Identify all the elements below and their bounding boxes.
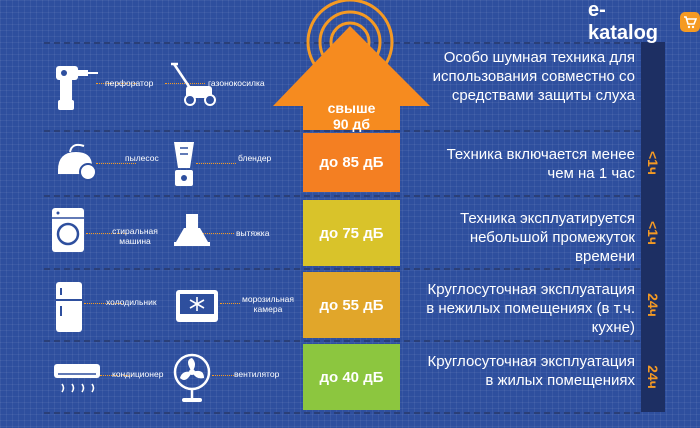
washing-machine-icon xyxy=(52,208,84,252)
level-block-40: до 40 дБ xyxy=(303,344,400,410)
fan-icon xyxy=(173,353,211,402)
drill-icon xyxy=(56,66,98,110)
device-label: холодильник xyxy=(106,297,157,307)
fridge-icon xyxy=(56,282,82,332)
cart-icon xyxy=(680,12,700,32)
level-text: до 40 дБ xyxy=(319,368,384,386)
level-label-top: свыше 90 дб xyxy=(305,84,398,132)
arrow-shape xyxy=(273,26,430,130)
level-text: свыше 90 дб xyxy=(327,100,376,132)
separator xyxy=(44,340,640,342)
device-label: морозильная камера xyxy=(240,294,296,314)
leader-line xyxy=(86,233,126,234)
device-label-text: морозильная камера xyxy=(242,294,294,314)
separator xyxy=(44,412,640,414)
leader-line xyxy=(220,303,240,304)
range-hood-icon xyxy=(174,214,210,246)
description-85: Техника включается менее чем на 1 час xyxy=(446,146,635,182)
level-text: до 55 дБ xyxy=(319,296,384,314)
lawnmower-icon xyxy=(171,62,216,106)
separator xyxy=(44,195,640,197)
leader-line xyxy=(84,303,124,304)
level-block-75: до 75 дБ xyxy=(303,200,400,266)
leader-line xyxy=(212,375,234,376)
level-block-55: до 55 дБ xyxy=(303,272,400,338)
freezer-icon xyxy=(176,290,218,322)
separator xyxy=(44,130,640,132)
device-label: газонокосилка xyxy=(208,78,265,88)
description-75: Техника эксплуатируется небольшой промеж… xyxy=(460,210,635,265)
time-column xyxy=(641,42,665,412)
separator xyxy=(44,268,640,270)
device-label: кондиционер xyxy=(112,369,164,379)
device-label: пылесос xyxy=(125,153,159,163)
device-label: блендер xyxy=(238,153,272,163)
leader-line xyxy=(96,83,136,84)
device-label: перфоратор xyxy=(105,78,154,88)
leader-line xyxy=(196,163,236,164)
device-label: вытяжка xyxy=(236,228,270,238)
time-tag-55: 24ч xyxy=(641,272,665,338)
brand-name: e-katalog xyxy=(588,0,659,44)
time-tag-text: <1ч xyxy=(645,220,661,246)
time-tag-40: 24ч xyxy=(641,344,665,410)
leader-line xyxy=(96,163,136,164)
noise-arrow xyxy=(273,0,430,130)
air-conditioner-icon xyxy=(54,364,100,393)
device-label: стиральная машина xyxy=(112,226,158,246)
description-top: Особо шумная техника для использования с… xyxy=(432,49,635,104)
leader-line xyxy=(165,83,205,84)
time-tag-75: <1ч xyxy=(641,200,665,266)
level-text: до 85 дБ xyxy=(319,154,384,171)
level-block-85: до 85 дБ xyxy=(303,133,400,192)
leader-line xyxy=(100,375,132,376)
device-label: вентилятор xyxy=(234,369,280,379)
level-text: до 75 дБ xyxy=(319,224,384,242)
description-55: Круглосуточная эксплуатация в нежилых по… xyxy=(426,281,635,336)
time-tag-text: 24ч xyxy=(644,365,661,389)
vacuum-icon xyxy=(58,143,97,181)
device-label-text: стиральная машина xyxy=(112,226,158,246)
description-40: Круглосуточная эксплуатация в жилых поме… xyxy=(427,353,635,389)
time-tag-text: <1ч xyxy=(645,150,661,176)
time-tag-85: <1ч xyxy=(641,133,665,193)
leader-line xyxy=(200,233,234,234)
time-tag-text: 24ч xyxy=(644,293,661,317)
brand-logo[interactable]: e-katalog xyxy=(588,0,700,44)
blender-icon xyxy=(174,142,194,186)
